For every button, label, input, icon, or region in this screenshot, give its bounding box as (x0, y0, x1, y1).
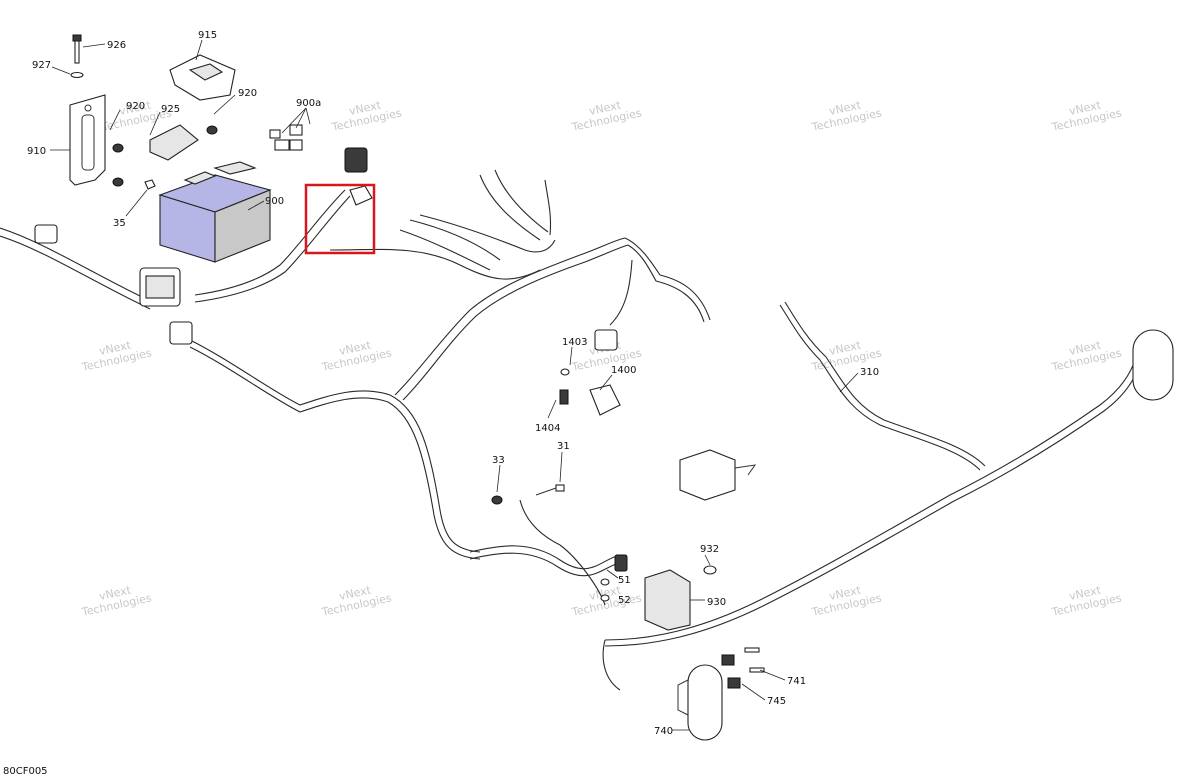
callout-745: 745 (767, 696, 786, 707)
tail-light (677, 664, 723, 741)
callout-932: 932 (700, 544, 719, 555)
diagram-code: 80CF005 (3, 766, 48, 776)
callout-915: 915 (198, 30, 217, 41)
callout-900: 900 (265, 196, 284, 207)
callout-925: 925 (161, 104, 180, 115)
callout-31: 31 (557, 441, 570, 452)
watermark: vNext Technologies (570, 98, 643, 134)
battery (158, 161, 272, 263)
ecu-connector (34, 224, 193, 345)
nut-35 (144, 179, 156, 190)
connector-51 (600, 554, 628, 602)
callout-1400: 1400 (611, 365, 636, 376)
callout-labels: 926 927 915 920 920 925 910 35 900 900a … (3, 30, 879, 776)
highlight-box (304, 183, 376, 255)
watermark: vNext Technologies (320, 583, 393, 619)
watermark: vNext Technologies (320, 338, 393, 374)
main-wiring-harness (0, 169, 1140, 691)
callout-741: 741 (787, 676, 806, 687)
plug-connector (344, 147, 373, 206)
callout-740: 740 (654, 726, 673, 737)
relay-module (679, 449, 757, 501)
screw-31 (535, 484, 565, 496)
callout-920: 920 (238, 88, 257, 99)
callout-927: 927 (32, 60, 51, 71)
nut-33 (491, 495, 503, 505)
watermark: vNext Technologies (80, 583, 153, 619)
callout-930: 930 (707, 597, 726, 608)
callout-52: 52 (618, 595, 631, 606)
bolt (70, 34, 84, 79)
watermark: vNext Technologies (810, 583, 883, 619)
callout-1404: 1404 (535, 423, 560, 434)
callout-33: 33 (492, 455, 505, 466)
terminal-cover (169, 54, 236, 101)
control-module (644, 565, 717, 631)
bolts-741 (721, 647, 765, 689)
callout-1403: 1403 (562, 337, 587, 348)
callout-926: 926 (107, 40, 126, 51)
callout-310: 310 (860, 367, 879, 378)
sensor-1400 (559, 329, 621, 416)
watermark: vNext Technologies (810, 98, 883, 134)
callout-900a: 900a (296, 98, 321, 109)
nut (112, 125, 218, 187)
terminal-plate (149, 124, 199, 161)
callout-910: 910 (27, 146, 46, 157)
callout-920: 920 (126, 101, 145, 112)
battery-bracket (69, 94, 106, 186)
callout-35: 35 (113, 218, 126, 229)
callout-51: 51 (618, 575, 631, 586)
watermark: vNext Technologies (1050, 98, 1123, 134)
tail-light-rear (1132, 329, 1174, 401)
watermark: vNext Technologies (1050, 338, 1123, 374)
fuse-holder (269, 124, 303, 151)
watermark: vNext Technologies (80, 338, 153, 374)
watermark: vNext Technologies (1050, 583, 1123, 619)
leader-lines (50, 39, 859, 731)
watermark: vNext Technologies (330, 98, 403, 134)
